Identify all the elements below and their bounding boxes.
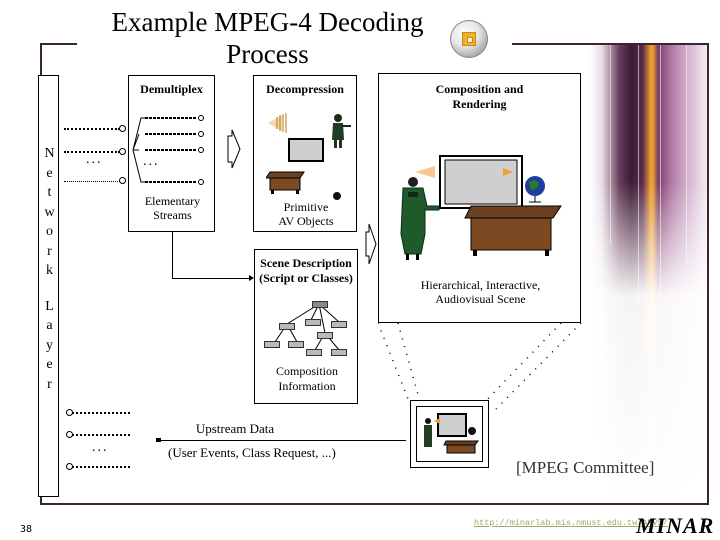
upstream-data-label: Upstream Data — [195, 421, 275, 436]
composition-information-label-line2: Information — [278, 379, 336, 393]
composition-rendering-box: Composition and Rendering Hierarchical, … — [378, 73, 581, 323]
network-layer-letter: r — [47, 376, 52, 392]
scene-thumbnail — [410, 400, 489, 468]
connector-line — [172, 278, 252, 279]
credit-label: [MPEG Committee] — [516, 458, 655, 477]
composition-title-line2: Rendering — [452, 97, 507, 111]
tree-node — [279, 323, 295, 330]
demultiplex-box: Demultiplex ... Elementary Streams — [128, 75, 215, 232]
elementary-streams-label-line2: Streams — [153, 208, 192, 222]
tree-node — [264, 341, 280, 348]
scene-description-box: Scene Description (Script or Classes) Co… — [254, 249, 358, 404]
network-layer-letter: e — [46, 357, 53, 372]
upstream-data-line-start — [156, 438, 161, 442]
footer-url-link[interactable]: http://minarlab.mis.nmust.edu.tw/AMVS/ — [474, 518, 668, 528]
decompression-box: Decompression Primitive AV Objects — [253, 75, 357, 232]
slide-title: Example MPEG-4 Decoding Process — [111, 7, 424, 69]
speaker-sound-icon — [268, 113, 287, 133]
gold-square-button-icon — [450, 20, 488, 58]
tree-node — [312, 301, 328, 308]
globe-icon — [333, 192, 341, 200]
arrow-head-right — [249, 275, 254, 281]
connector-line — [172, 232, 173, 278]
block-arrow-right — [365, 223, 377, 265]
page-number: 38 — [20, 524, 33, 535]
tree-node — [288, 341, 304, 348]
tree-node — [305, 319, 321, 326]
upstream-arrow — [66, 431, 130, 438]
demultiplex-title: Demultiplex — [140, 82, 203, 96]
composition-information-label-line1: Composition — [275, 364, 338, 378]
decompression-title: Decompression — [266, 82, 344, 96]
frame-border-right — [707, 43, 709, 505]
composition-title-line1: Composition and — [435, 82, 524, 96]
ellipsis: ... — [86, 152, 103, 167]
hierarchical-scene-label-line1: Hierarchical, Interactive, — [420, 278, 541, 292]
frame-border-top-right — [512, 43, 709, 45]
network-layer-letter: a — [46, 318, 53, 333]
upstream-data-line — [156, 440, 406, 441]
network-stream-arrow — [64, 125, 126, 132]
tree-node — [331, 321, 347, 328]
network-stream-arrow — [64, 177, 126, 184]
network-layer-letter: t — [47, 185, 52, 200]
audiovisual-scene-illustration — [400, 155, 562, 260]
network-stream-arrow — [64, 148, 126, 155]
tree-node — [306, 349, 322, 356]
ellipsis: ... — [143, 154, 160, 169]
network-layer-letter: y — [46, 337, 53, 353]
desk-icon — [266, 171, 305, 194]
network-layer-letter: N — [44, 146, 55, 161]
ellipsis: ... — [92, 440, 109, 455]
block-arrow-right — [227, 129, 241, 169]
network-layer-letter: w — [44, 204, 55, 220]
scene-thumbnail-illustration — [424, 413, 479, 454]
frame-border-bottom — [40, 503, 709, 505]
upstream-data-sublabel: (User Events, Class Request, ...) — [168, 445, 336, 460]
primitive-av-objects-label-line1: Primitive — [283, 200, 329, 214]
frame-border-top-left — [40, 43, 77, 45]
tree-node — [331, 349, 347, 356]
elementary-streams-label-line1: Elementary — [144, 194, 201, 208]
scene-description-title-line1: Scene Description — [260, 256, 352, 270]
primitive-av-objects-label-line2: AV Objects — [278, 214, 334, 228]
network-layer-letter: o — [46, 224, 53, 239]
network-layer-letter: L — [45, 298, 54, 314]
network-layer-letter: k — [46, 263, 53, 278]
demux-fanout — [132, 115, 204, 185]
upstream-arrow — [66, 463, 130, 470]
tree-node — [317, 332, 333, 339]
upstream-arrow — [66, 409, 130, 416]
scene-thumbnail-inner — [416, 406, 483, 462]
hierarchical-scene-label-line2: Audiovisual Scene — [435, 292, 526, 306]
decorative-background-band — [590, 44, 707, 502]
presenter-person-icon — [332, 114, 351, 148]
network-layer-letter: e — [46, 165, 53, 181]
footer-brand-logo: MINAR — [636, 513, 715, 538]
network-layer-letter: r — [47, 243, 52, 259]
scene-description-title-line2: (Script or Classes) — [259, 271, 353, 285]
projection-screen-icon — [288, 138, 324, 162]
